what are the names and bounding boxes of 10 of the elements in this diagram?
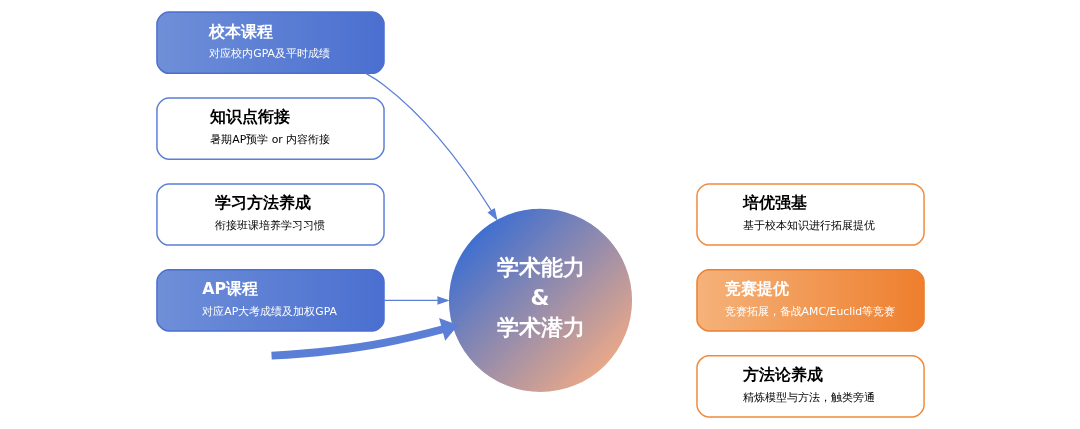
arrow <box>364 72 498 221</box>
node-box: 方法论养成 精炼模型与方法，触类旁通 <box>695 354 925 418</box>
node-box: AP课程 对应AP大考成绩及加权GPA <box>155 269 385 332</box>
arrow <box>383 296 450 305</box>
node-box: 竞赛提优 竞赛拓展，备战AMC/Euclid等竞赛 <box>695 269 925 332</box>
node-box: 培优强基 基于校本知识进行拓展提优 <box>695 183 925 246</box>
node-box: 知识点衔接 暑期AP预学 or 内容衔接 <box>155 97 385 160</box>
node-box: 校本课程 对应校内GPA及平时成绩 <box>155 11 385 75</box>
node-box: 学习方法养成 衔接班课培养学习习惯 <box>155 183 385 246</box>
arrow <box>270 318 458 360</box>
